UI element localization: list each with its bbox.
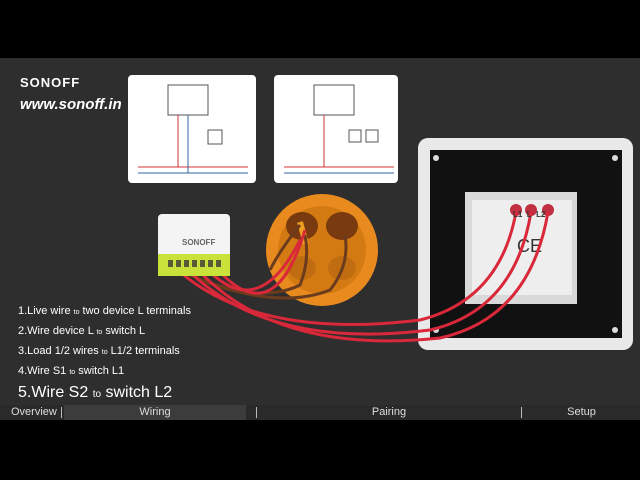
wiring-diagram-1 bbox=[128, 75, 256, 183]
switch-terminal-labels: L1 L L2 bbox=[513, 210, 545, 219]
terminal-L-screw bbox=[525, 204, 537, 216]
wiring-diagram-2 bbox=[274, 75, 398, 183]
tab-pairing[interactable]: Pairing bbox=[371, 406, 407, 418]
terminal-L1-screw bbox=[510, 204, 522, 216]
step-2: 2.Wire device L to switch L bbox=[18, 325, 146, 337]
terminal-L2-screw bbox=[542, 204, 554, 216]
terminal-L1-label: L1 bbox=[513, 210, 523, 219]
wiring-scene: CE bbox=[158, 138, 633, 350]
step-3: 3.Load 1/2 wires to L1/2 terminals bbox=[18, 345, 180, 357]
tab-overview[interactable]: Overview bbox=[11, 406, 57, 418]
video-frame: CE bbox=[0, 58, 640, 423]
wiring-steps: 1.Live wire to two device L terminals 2.… bbox=[18, 302, 191, 406]
tab-setup[interactable]: Setup bbox=[567, 406, 596, 418]
letterbox-top bbox=[0, 0, 640, 58]
step-4: 4.Wire S1 to switch L1 bbox=[18, 365, 125, 377]
step-1: 1.Live wire to two device L terminals bbox=[18, 305, 191, 317]
terminal-L-label: L bbox=[526, 210, 532, 219]
tab-wiring[interactable]: Wiring bbox=[64, 405, 246, 420]
device-label: SONOFF bbox=[182, 238, 216, 247]
brand-url: www.sonoff.in bbox=[20, 96, 122, 113]
brand-logo: SONOFF bbox=[20, 75, 81, 90]
letterbox-bottom bbox=[0, 420, 640, 480]
step-5: 5.Wire S2 to switch L2 bbox=[18, 384, 173, 401]
chapter-bar: Overview Wiring Pairing Setup bbox=[0, 405, 640, 420]
terminal-L2-label: L2 bbox=[536, 210, 546, 219]
